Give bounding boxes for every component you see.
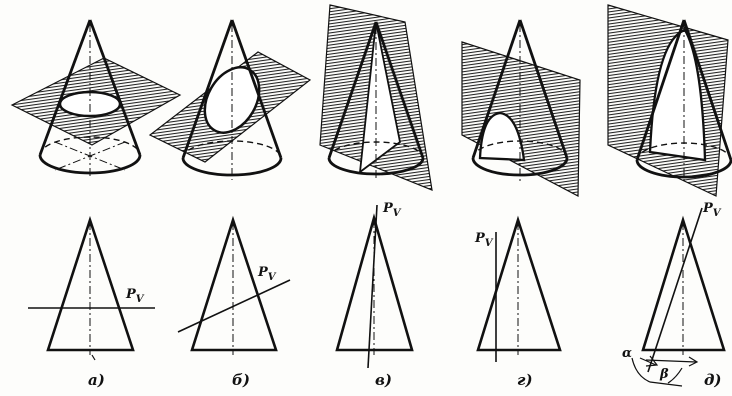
caption-c: в) [375,371,392,389]
trace-line-e [647,207,703,373]
trace-label-b: PV [257,265,277,283]
angle-label-beta: β [659,367,669,382]
front-view-a [28,215,155,361]
trace-label-e: PV [702,201,722,219]
cone-3d-d [461,19,581,197]
trace-label-a: PV [125,287,145,305]
trace-label-c: PV [382,201,402,219]
angle-label-alpha: α [622,346,632,361]
cone-3d-b [148,19,312,180]
angle-arrow-alpha [639,357,657,366]
front-view-e [631,207,726,387]
section-parabola-e [648,28,707,162]
caption-b: б) [232,371,250,389]
caption-a: а) [88,371,105,389]
front-view-d [476,215,562,362]
section-triangle-c [358,21,401,174]
cone-3d-a [10,19,182,178]
trace-line-c [367,204,378,369]
trace-line-b [177,279,291,333]
caption-d: г) [517,371,533,389]
caption-e: д) [704,371,722,389]
front-view-b [177,215,291,355]
cone-3d-e [607,4,732,197]
cutting-plane-d [461,41,581,197]
cone-3d-c [319,4,433,191]
section-hyperbola-d [478,111,526,162]
angle-arrow-beta [645,359,697,363]
trace-label-d: PV [474,231,494,249]
front-view-c [335,204,414,369]
